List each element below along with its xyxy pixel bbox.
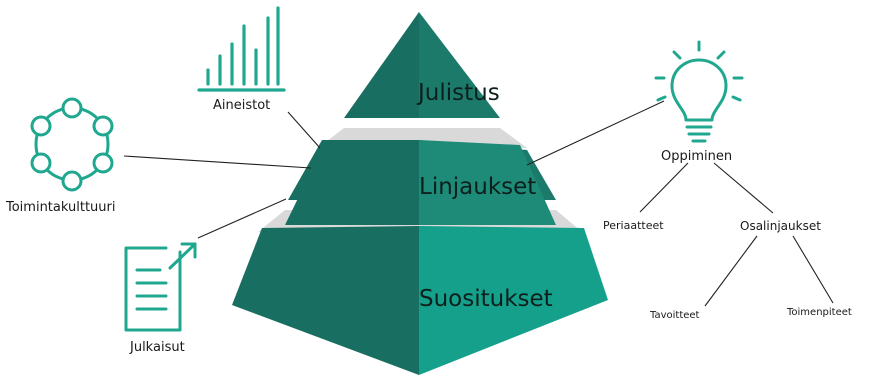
bar-chart-icon [197,6,286,92]
connector-oppiminen [526,100,665,166]
connector-osalinjaukset-tavoitteet [704,235,758,307]
lightbulb-icon-ray-bottom-right [731,95,742,102]
network-circle-icon-node-bottom-right [92,152,114,174]
network-circle-icon-node-top [61,97,83,119]
network-circle-icon [30,97,114,192]
toimenpiteet-label: Toimenpiteet [786,307,852,318]
network-circle-icon-node-bottom [61,170,83,192]
pyramid-middle-right [419,140,556,225]
toimintakulttuuri-label: Toimintakulttuuri [5,200,115,215]
connector-aineistot [287,111,321,149]
document-export-icon-frame [124,246,182,332]
network-circle-icon-node-top-left [30,115,52,137]
lightbulb-icon [654,40,744,143]
connector-julkaisut [197,198,287,239]
lightbulb-icon-ray-bottom-left [656,95,667,102]
pyramid-bottom-right [419,226,608,375]
aineistot-label: Aineistot [213,98,270,113]
connector-oppiminen-periaatteet [639,162,689,213]
connector-osalinjaukset-toimenpiteet [792,235,834,304]
pyramid: Julistus Linjaukset Suositukset [232,12,608,375]
connector-oppiminen-osalinjaukset [713,162,774,214]
pyramid-bottom-left [232,226,419,375]
periaatteet-label: Periaatteet [603,219,664,232]
document-export-icon [124,242,197,332]
network-circle-icon-node-bottom-left [30,152,52,174]
pyramid-middle-left [285,140,419,225]
pyramid-level-label-linjaukset: Linjaukset [419,174,536,200]
julkaisut-label: Julkaisut [129,340,185,355]
tavoitteet-label: Tavoitteet [649,310,700,321]
connector-lines [123,100,834,307]
network-circle-icon-node-top-right [92,115,114,137]
pyramid-top-left-face [344,12,419,118]
document-export-icon-arrow-line [168,242,197,270]
oppiminen-label: Oppiminen [661,149,732,164]
pyramid-level-label-suositukset: Suositukset [419,286,553,312]
connector-toimintakulttuuri [123,155,312,169]
pyramid-level-label-julistus: Julistus [416,80,500,106]
lightbulb-icon-bulb [670,58,728,122]
document-export-icon-arrow-head [180,242,197,259]
pyramid-top-right-face [419,12,500,118]
lightbulb-icon-ray-top-right [716,50,726,60]
lightbulb-icon-ray-top-left [672,50,682,60]
osalinjaukset-label: Osalinjaukset [740,219,821,233]
